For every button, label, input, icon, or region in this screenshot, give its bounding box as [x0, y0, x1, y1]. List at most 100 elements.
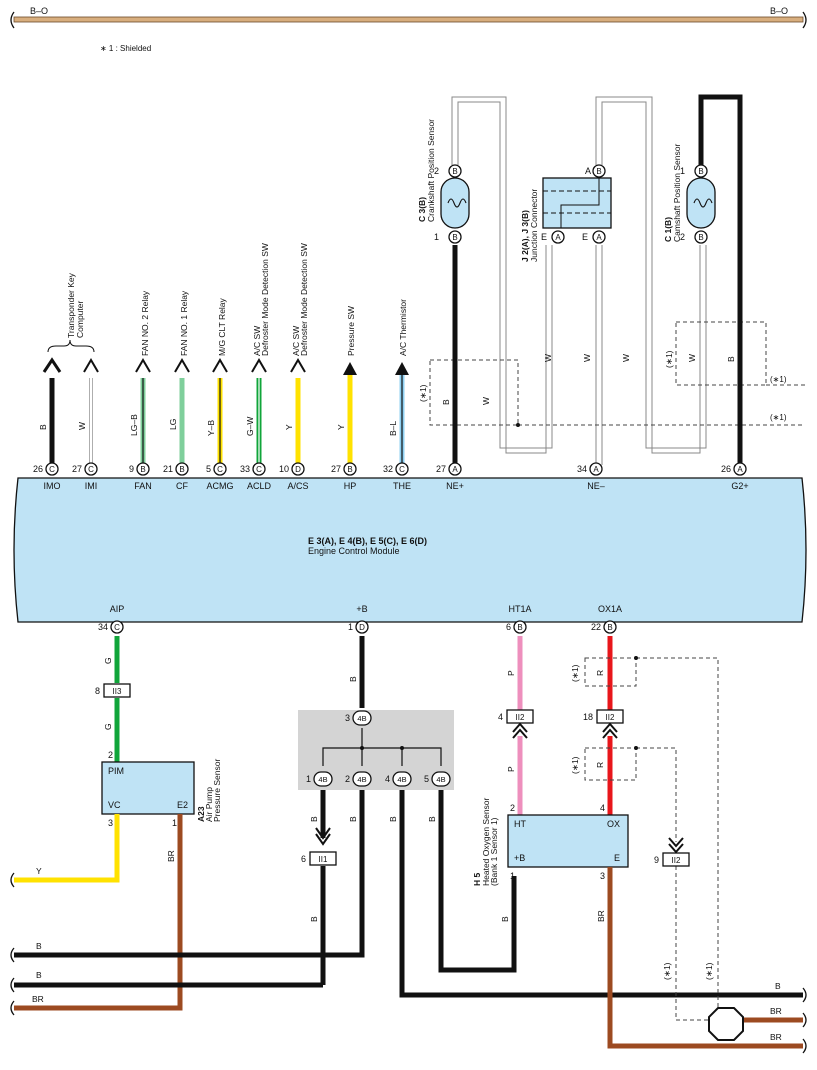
wire-label-e2: BR: [166, 850, 176, 862]
cam-conn-top: B: [698, 167, 703, 176]
dest-acld-2: Defroster Mode Detection SW: [260, 243, 270, 356]
connector-ii2-shield: II2 9: [654, 852, 690, 867]
junction-4b-num-3: 4: [385, 774, 390, 784]
ecm-top-pin-conn-9: [448, 462, 462, 476]
shield-label-ox1: (∗1): [570, 664, 580, 682]
junction-4b-pin-1: [313, 771, 333, 787]
dest-transponder-2: Computer: [75, 301, 85, 338]
junction-connector: B A A E A E J 2(A), J 3(B) Junction Conn…: [520, 164, 612, 262]
shield-label-ox4: (∗1): [704, 962, 714, 980]
o2-code: H 5: [472, 873, 482, 887]
junction-4b-num-4: 5: [424, 774, 429, 784]
wire-label-w2: W: [543, 354, 553, 362]
junction-4b-label-4: 4B: [436, 775, 445, 784]
ap-pim: PIM: [108, 766, 124, 776]
wire-label-pb: B: [348, 676, 358, 682]
ii3-label: II3: [113, 687, 122, 696]
ecm-top-pin-letter-5: C: [256, 465, 262, 474]
dest-fan2-relay: FAN NO. 2 Relay: [140, 290, 150, 356]
camshaft-position-sensor: B B 1 2 C 1(B) Camshaft Position Sensor: [663, 144, 716, 244]
dest-pressure-sw: Pressure SW: [346, 306, 356, 356]
ecm-top-pin-num-6: 10: [279, 464, 289, 474]
wire-label-ox2: R: [595, 762, 605, 768]
ecm-top-pin-letter-4: C: [217, 465, 223, 474]
cam-pin-bot: 2: [680, 232, 685, 242]
o2-pin1: 1: [510, 871, 515, 881]
ii2b-num: 18: [583, 712, 593, 722]
ii1-label: II1: [319, 855, 328, 864]
ecm-top-pin-num-8: 32: [383, 464, 393, 474]
wire-label-ox1: R: [595, 670, 605, 676]
wire-label-4b4: B: [388, 816, 398, 822]
dest-mgclt-relay: M/G CLT Relay: [217, 297, 227, 356]
connector-ii3: II3 8: [95, 683, 131, 698]
connector-ii1: II1 6: [301, 851, 337, 866]
ecm-bottom-pin-conn-3: [603, 620, 617, 634]
o2-pin4: 4: [600, 803, 605, 813]
connector-ii2-ht: II2 4: [498, 709, 534, 724]
junction-4b-pin-4: [431, 771, 451, 787]
jc-code: J 2(A), J 3(B): [520, 210, 530, 262]
o2-pb: +B: [514, 853, 525, 863]
junction-4b-label-2: 4B: [357, 775, 366, 784]
ecm-bottom-pin-num-0: 34: [98, 622, 108, 632]
wire-label-acld: G–W: [245, 417, 255, 436]
ecm-top-pin-letter-2: B: [140, 465, 145, 474]
junction-4b-pin-2: [352, 771, 372, 787]
ecm-top-pin-conn-2: [136, 462, 150, 476]
ecm-bottom-pin-conn-1: [355, 620, 369, 634]
crank-name: Crankshaft Position Sensor: [426, 119, 436, 222]
ecm-top-pin-conn-1: [84, 462, 98, 476]
ecm-top-pin-num-11: 26: [721, 464, 731, 474]
wire-label-acs: Y: [284, 424, 294, 430]
engine-control-module: E 3(A), E 4(B), E 5(C), E 6(D) Engine Co…: [13, 477, 807, 623]
junction-4b-label-0: 4B: [357, 714, 366, 723]
wire-label-hp: Y: [336, 424, 346, 430]
ecm-bottom-pin-letter-0: C: [114, 623, 120, 632]
ap-pin1: 1: [172, 818, 177, 828]
wire-label-acmg: Y–B: [206, 420, 216, 436]
ecm-top-pin-letter-9: A: [452, 465, 458, 474]
dest-acs-2: Defroster Mode Detection SW: [299, 243, 309, 356]
cam-conn-bot: B: [698, 233, 703, 242]
dest-transponder-1: Transponder Key: [66, 272, 76, 338]
wire-label-fan: LG–B: [129, 414, 139, 436]
ecm-bottom-pin-num-2: 6: [506, 622, 511, 632]
ecm-top-pin-num-9: 27: [436, 464, 446, 474]
bus-label-b1: B: [36, 941, 42, 951]
ecm-bottom-pin-signal-1: +B: [356, 604, 367, 614]
o2-name-1: Heated Oxygen Sensor: [481, 797, 491, 886]
ecm-top-pin-num-0: 26: [33, 464, 43, 474]
ecm-top-pin-conn-3: [175, 462, 189, 476]
ii2c-num: 9: [654, 855, 659, 865]
ecm-top-pin-conn-7: [343, 462, 357, 476]
wire-label-g2: B: [726, 356, 736, 362]
shield-label-cam-right: (∗1): [770, 375, 787, 384]
ecm-top-pin-signal-2: FAN: [134, 481, 152, 491]
cam-pin-top: 1: [680, 166, 685, 176]
jc-label-e1: E: [541, 232, 547, 242]
legend-shielded: ∗ 1 : Shielded: [100, 44, 151, 53]
ii1-num: 6: [301, 854, 306, 864]
top-bus: B–O B–O: [10, 6, 807, 29]
ap-vc: VC: [108, 800, 121, 810]
ecm-bottom-pin-signal-3: OX1A: [598, 604, 622, 614]
ecm-top-pin-conn-5: [252, 462, 266, 476]
ecm-code: E 3(A), E 4(B), E 5(C), E 6(D): [308, 536, 427, 546]
shield-label-crank-right: (∗1): [770, 413, 787, 422]
ecm-top-pin-conn-11: [733, 462, 747, 476]
wire-label-ht2: P: [506, 766, 516, 772]
shield-label-crank: (∗1): [418, 384, 428, 402]
crank-pin-top: 2: [434, 166, 439, 176]
shield-label-ox2: (∗1): [570, 756, 580, 774]
ap-e2: E2: [177, 800, 188, 810]
crank-pin-bot: 1: [434, 232, 439, 242]
jc-pin-b: B: [596, 167, 601, 176]
bus-label-br3: BR: [770, 1032, 782, 1042]
ii2a-num: 4: [498, 712, 503, 722]
ecm-top-pin-signal-11: G2+: [731, 481, 748, 491]
ap-code: A23: [196, 806, 206, 822]
ecm-top-pin-letter-11: A: [737, 465, 743, 474]
air-pump-pressure-sensor: PIM VC E2 2 3 1 A23 Air Pump Pressure Se…: [101, 750, 222, 828]
